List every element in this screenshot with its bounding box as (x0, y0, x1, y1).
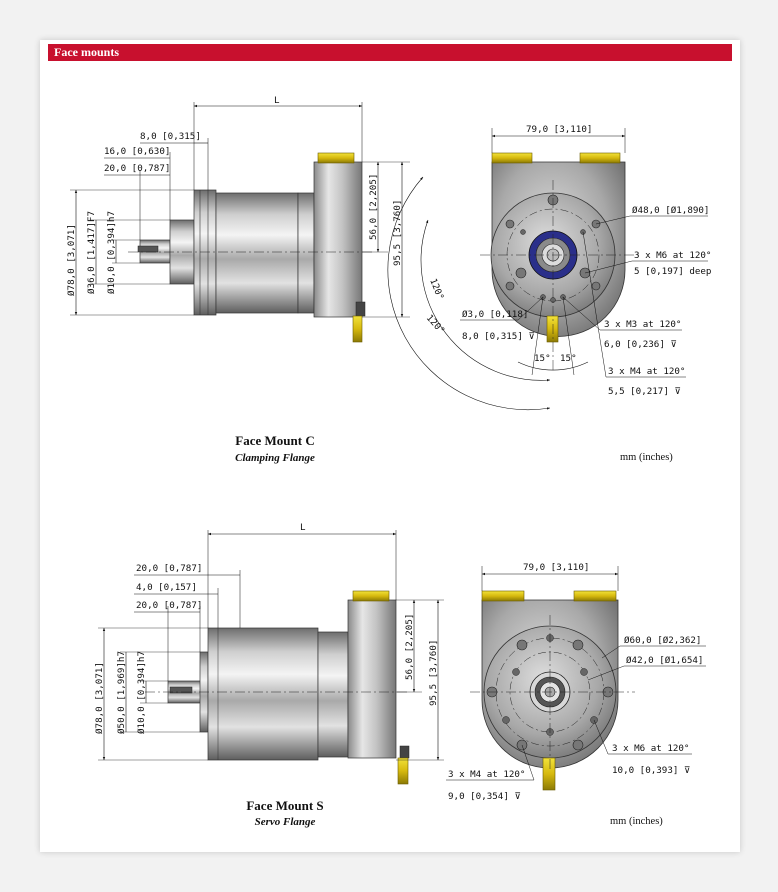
callout-m6-depth: 5 [0,197] deep (634, 266, 711, 277)
callout-m3-depth: 6,0 [0,236] ⊽ (604, 339, 677, 350)
callout-dia-42: Ø42,0 [Ø1,654] (626, 655, 703, 666)
mount-s-front-view: 79,0 [3,110] Ø60,0 [Ø2,362] Ø42,0 [Ø1,65… (446, 562, 706, 802)
mount-c-units: mm (inches) (620, 452, 673, 463)
section-header-bar: Face mounts (48, 44, 732, 61)
front-s-width: 79,0 [3,110] (523, 562, 589, 573)
callout-m4-depth: 5,5 [0,217] ⊽ (608, 386, 681, 397)
callout-s-m4-depth: 9,0 [0,354] ⊽ (448, 791, 521, 802)
mount-s-title: Face Mount S (246, 798, 324, 813)
connector-block-s (347, 599, 397, 759)
dim-length-s: L (300, 522, 306, 533)
dim-s-20b: 20,0 [0,787] (136, 600, 202, 611)
angle-15-b: 15° (560, 353, 577, 364)
mount-c-front-view: 79,0 [3,110] 120° 120° 15° 15° Ø48,0 [Ø1… (387, 124, 711, 411)
dim-dia-36: Ø36,0 [1,417]F7 (86, 211, 97, 294)
shaft-key (137, 245, 159, 253)
technical-drawing: L 8,0 [0,315] 16,0 [0,630] 20,0 [0,787] … (66, 95, 711, 802)
encoder-housing (215, 192, 299, 314)
dim-s-4: 4,0 [0,157] (136, 582, 197, 593)
dim-s-dia-50: Ø50,0 [1,969]h7 (116, 651, 127, 734)
dim-s-dia-10: Ø10,0 [0,394]h7 (136, 651, 147, 734)
mount-s-units: mm (inches) (610, 816, 663, 827)
dim-dia-10: Ø10,0 [0,394]h7 (106, 211, 117, 294)
mount-c-side-view: L 8,0 [0,315] 16,0 [0,630] 20,0 [0,787] … (66, 95, 410, 343)
cable-gland-top (317, 152, 355, 164)
callout-s-m4: 3 x M4 at 120° (448, 769, 525, 780)
callout-s-m6: 3 x M6 at 120° (612, 743, 689, 754)
front-width: 79,0 [3,110] (526, 124, 592, 135)
callout-dia-3-depth: 8,0 [0,315] ⊽ (462, 331, 535, 342)
mount-s-subtitle: Servo Flange (254, 816, 316, 828)
callout-dia-3: Ø3,0 [0,118] (462, 309, 528, 320)
callout-s-m6-depth: 10,0 [0,393] ⊽ (612, 765, 691, 776)
dim-16: 16,0 [0,630] (104, 146, 170, 157)
callout-m6: 3 x M6 at 120° (634, 250, 711, 261)
encoder-housing-s (207, 627, 319, 761)
callout-m3: 3 x M3 at 120° (604, 319, 681, 330)
dim-dia-78: Ø78,0 [3,071] (66, 224, 77, 296)
dim-s-95-5: 95,5 [3,760] (428, 640, 439, 706)
dim-56: 56,0 [2,205] (368, 174, 379, 240)
dim-length: L (274, 95, 280, 106)
mount-s-side-view: L 20,0 [0,787] 4,0 [0,157] 20,0 [0,787] … (94, 522, 444, 785)
dim-8: 8,0 [0,315] (140, 131, 201, 142)
angle-15-a: 15° (534, 353, 551, 364)
angle-120-b: 120° (424, 313, 447, 337)
connector-block (313, 161, 363, 318)
clamping-flange (193, 189, 217, 316)
callout-dia-60: Ø60,0 [Ø2,362] (624, 635, 701, 646)
datasheet-page: Face mounts (40, 40, 740, 852)
mount-c-title: Face Mount C (235, 433, 315, 448)
section-title: Face mounts (54, 45, 119, 59)
mount-c-subtitle: Clamping Flange (235, 452, 315, 464)
angle-120-a: 120° (427, 277, 445, 302)
dim-20: 20,0 [0,787] (104, 163, 170, 174)
dim-s-56: 56,0 [2,205] (404, 614, 415, 680)
cable-gland-bottom (352, 315, 363, 343)
dim-s-dia-78: Ø78,0 [3,071] (94, 662, 105, 734)
dim-95-5: 95,5 [3,760] (392, 200, 403, 266)
dim-s-20a: 20,0 [0,787] (136, 563, 202, 574)
callout-m4: 3 x M4 at 120° (608, 366, 685, 377)
callout-dia-48: Ø48,0 [Ø1,890] (632, 205, 709, 216)
